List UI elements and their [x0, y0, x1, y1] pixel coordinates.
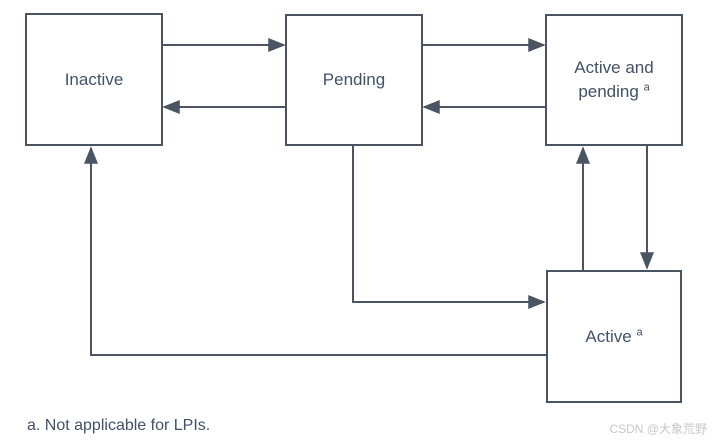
state-box-pending: Pending: [285, 14, 423, 146]
state-label-active: Active a: [585, 325, 643, 346]
footnote-text: a. Not applicable for LPIs.: [27, 417, 211, 434]
state-box-active-and-pending: Active and pending a: [545, 14, 683, 146]
arrow-active-to-inactive: [84, 146, 546, 356]
state-box-inactive: Inactive: [25, 13, 163, 146]
watermark-text: CSDN @大象荒野: [609, 422, 707, 436]
state-label-pending: Pending: [322, 70, 386, 90]
state-box-active: Active a: [546, 270, 682, 403]
arrow-pending-to-active: [352, 146, 546, 309]
footnote-marker: a: [636, 325, 643, 338]
footnote-marker: a: [643, 81, 650, 94]
state-label-active-and-pending: Active and pending a: [574, 58, 654, 101]
state-label-inactive: Inactive: [64, 69, 124, 89]
